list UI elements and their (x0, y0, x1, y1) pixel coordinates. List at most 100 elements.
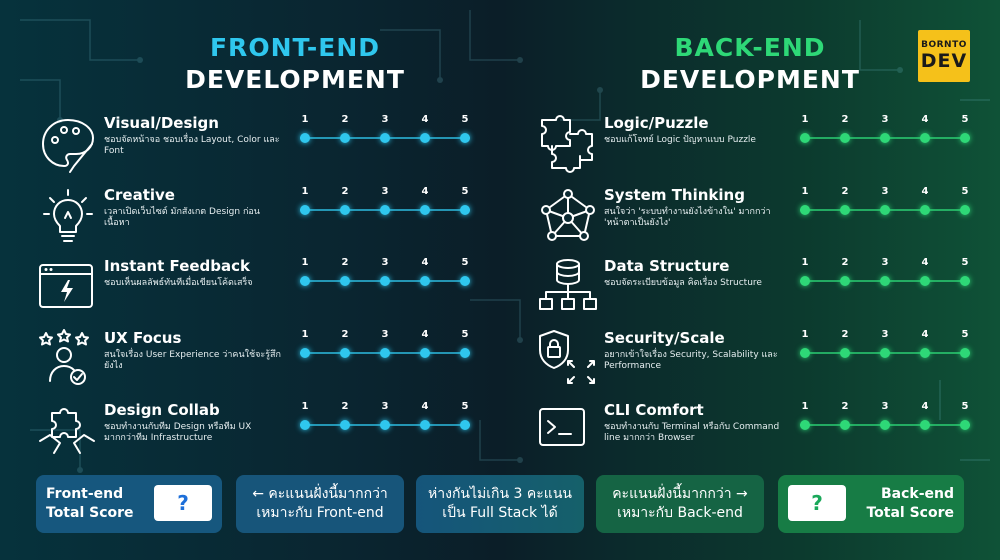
backend-row-cli-comfort: CLI Comfort ชอบทำงานกับ Terminal หรือกับ… (538, 401, 978, 461)
lightbulb-icon (43, 189, 93, 242)
scale-number: 5 (961, 114, 969, 125)
row-title: Creative (104, 186, 175, 204)
scale-number: 2 (841, 401, 849, 412)
backend-score-input[interactable]: ? (788, 485, 846, 521)
scale-dot-2[interactable] (340, 348, 350, 358)
scale-dot-5[interactable] (960, 348, 970, 358)
scale-dot-2[interactable] (340, 276, 350, 286)
row-description: ชอบจัดระเบียบข้อมูล คิดเรื่อง Structure (604, 278, 762, 288)
row-description: ชอบทำงานกับทีม Design หรือทีม UX มากกว่า… (104, 422, 252, 443)
scale-number: 4 (921, 186, 929, 197)
scale-dot-2[interactable] (840, 276, 850, 286)
scale-dot-2[interactable] (340, 133, 350, 143)
scale-dot-3[interactable] (380, 348, 390, 358)
scale-dot-5[interactable] (460, 276, 470, 286)
scale-dot-3[interactable] (380, 276, 390, 286)
scale-dot-4[interactable] (920, 205, 930, 215)
row-description: ชอบทำงานกับ Terminal หรือกับ Command lin… (604, 422, 780, 443)
scale-dot-5[interactable] (960, 276, 970, 286)
fullstack-hint-box: ห่างกันไม่เกิน 3 คะแนน เป็น Full Stack ไ… (416, 475, 584, 533)
scale-number: 5 (461, 329, 469, 340)
scale-dot-4[interactable] (420, 133, 430, 143)
scale-dot-3[interactable] (880, 276, 890, 286)
scale-dot-1[interactable] (800, 420, 810, 430)
scale-dot-3[interactable] (880, 205, 890, 215)
scale-number: 4 (921, 329, 929, 340)
scale-dot-5[interactable] (460, 133, 470, 143)
scale-number: 4 (421, 257, 429, 268)
fullstack-hint-line1: ห่างกันไม่เกิน 3 คะแนน (428, 486, 572, 502)
scale-dot-4[interactable] (420, 276, 430, 286)
row-title: Data Structure (604, 257, 730, 275)
scale-dot-1[interactable] (300, 348, 310, 358)
scale-number: 1 (801, 401, 809, 412)
browser-lightning-icon (39, 264, 93, 308)
scale-dot-2[interactable] (340, 420, 350, 430)
scale-dot-2[interactable] (340, 205, 350, 215)
scale-dot-3[interactable] (380, 133, 390, 143)
scale-dot-2[interactable] (840, 420, 850, 430)
scale-dot-1[interactable] (800, 205, 810, 215)
scale-number: 3 (381, 114, 389, 125)
scale-dot-2[interactable] (840, 205, 850, 215)
scale-dot-5[interactable] (960, 205, 970, 215)
backend-row-security-scale: Security/Scale อยากเข้าใจเรื่อง Security… (538, 329, 978, 389)
scale-dot-1[interactable] (800, 133, 810, 143)
frontend-row-visual-design: Visual/Design ชอบจัดหน้าจอ ชอบเรื่อง Lay… (38, 114, 478, 174)
frontend-row-ux-focus: UX Focus สนใจเรื่อง User Experience ว่าค… (38, 329, 478, 389)
scale-dot-3[interactable] (880, 420, 890, 430)
database-icon (539, 259, 597, 310)
row-description: ชอบเห็นผลลัพธ์ทันทีเมื่อเขียนโค้ดเสร็จ (104, 278, 253, 288)
scale-dot-2[interactable] (840, 133, 850, 143)
scale-number: 5 (961, 401, 969, 412)
scale-dot-5[interactable] (960, 133, 970, 143)
scale-dot-1[interactable] (300, 420, 310, 430)
user-stars-icon (39, 329, 89, 385)
scale-number: 1 (301, 329, 309, 340)
scale-dot-4[interactable] (920, 420, 930, 430)
scale-number: 1 (301, 257, 309, 268)
scale-number: 2 (841, 114, 849, 125)
logo-line1: BORNTO (921, 40, 967, 50)
scale-dot-1[interactable] (300, 133, 310, 143)
frontend-hint-box: ← คะแนนฝั่งนี้มากกว่า เหมาะกับ Front-end (236, 475, 404, 533)
scale-dot-1[interactable] (800, 348, 810, 358)
scale-number: 5 (461, 257, 469, 268)
scale-dot-5[interactable] (960, 420, 970, 430)
backend-score-label-line2: Total Score (866, 505, 954, 521)
scale-dot-4[interactable] (920, 133, 930, 143)
scale-number: 1 (301, 401, 309, 412)
scale-number: 1 (301, 114, 309, 125)
scale-dot-4[interactable] (420, 205, 430, 215)
scale-dot-3[interactable] (880, 348, 890, 358)
scale-dot-1[interactable] (300, 276, 310, 286)
row-description: ชอบแก้โจทย์ Logic ปัญหาแบบ Puzzle (604, 135, 756, 145)
scale-dot-1[interactable] (800, 276, 810, 286)
scale-dot-3[interactable] (880, 133, 890, 143)
scale-dot-5[interactable] (460, 420, 470, 430)
scale-dot-5[interactable] (460, 205, 470, 215)
row-description: สนใจเรื่อง User Experience ว่าคนใช้จะรู้… (104, 350, 281, 371)
scale-dot-2[interactable] (840, 348, 850, 358)
scale-dot-4[interactable] (420, 420, 430, 430)
scale-dot-3[interactable] (380, 420, 390, 430)
scale-dot-3[interactable] (380, 205, 390, 215)
scale-dot-4[interactable] (920, 348, 930, 358)
scale-dot-4[interactable] (420, 348, 430, 358)
scale-dot-1[interactable] (300, 205, 310, 215)
scale-dot-4[interactable] (920, 276, 930, 286)
scale-dot-5[interactable] (460, 348, 470, 358)
frontend-score-input[interactable]: ? (154, 485, 212, 521)
scale-number: 2 (841, 257, 849, 268)
